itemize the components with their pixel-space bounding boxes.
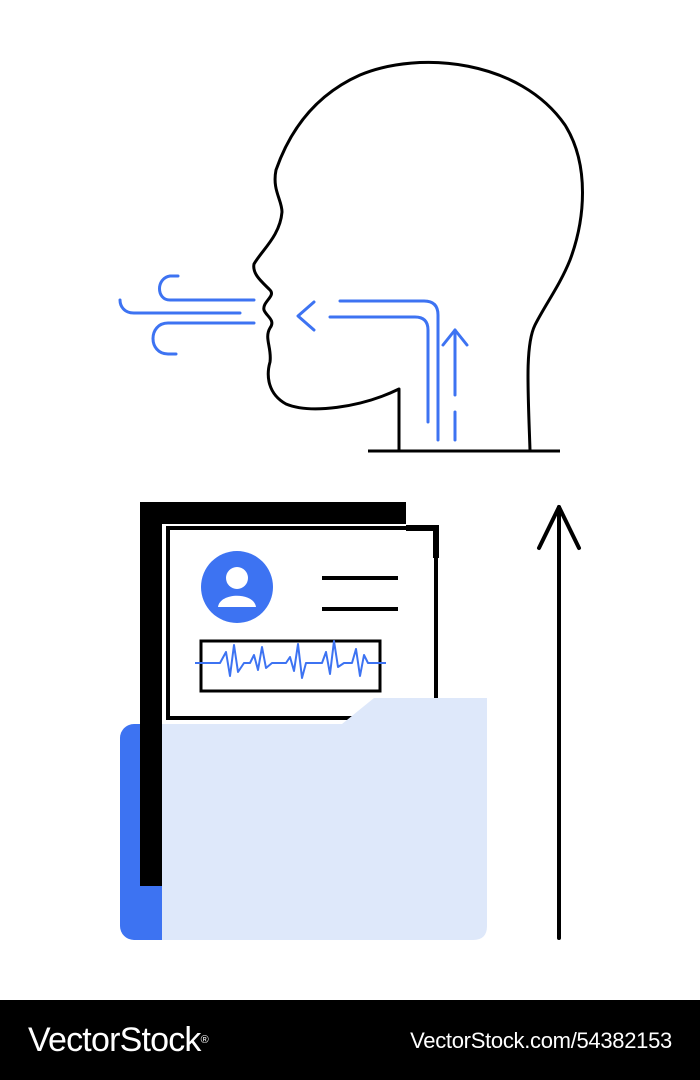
medical-record-document-icon (166, 525, 439, 720)
registered-mark: ® (200, 1034, 209, 1046)
airflow-outer-path (338, 299, 440, 442)
image-reference: VectorStock.com/54382153 (410, 1028, 672, 1053)
clipboard-bar-icon (140, 502, 406, 886)
waveform-line (195, 640, 386, 679)
clipboard-side-bar (140, 502, 162, 886)
folder-icon (162, 698, 487, 940)
breath-middle-swirl (118, 298, 242, 315)
airflow-left-arrowhead (296, 300, 316, 332)
document-corner (406, 525, 439, 558)
avatar-shoulders (218, 595, 256, 607)
head-outline (252, 60, 584, 452)
ecg-waveform-icon (195, 639, 386, 693)
upward-arrow-icon (537, 505, 581, 940)
logo-wordmark: VectorStock (28, 1021, 201, 1059)
waveform-box (199, 639, 382, 693)
vectorstock-logo: VectorStock® (28, 1020, 209, 1060)
airflow-inner-path (328, 315, 430, 424)
respiratory-health-illustration (118, 60, 584, 940)
breath-top-swirl (158, 274, 256, 302)
document-sheet (166, 526, 438, 720)
clipboard-top-bar (140, 502, 406, 524)
up-arrow-head (537, 505, 581, 550)
head-profile-icon (252, 60, 584, 453)
breath-bottom-swirl (151, 321, 256, 356)
airflow-arrow-icon (296, 299, 469, 442)
airflow-up-arrowhead (441, 328, 469, 347)
avatar-head (226, 567, 248, 589)
footer-bar: VectorStock® VectorStock.com/54382153 (0, 1000, 700, 1080)
exhaled-air-icon (118, 274, 256, 356)
user-avatar-icon (201, 551, 273, 623)
